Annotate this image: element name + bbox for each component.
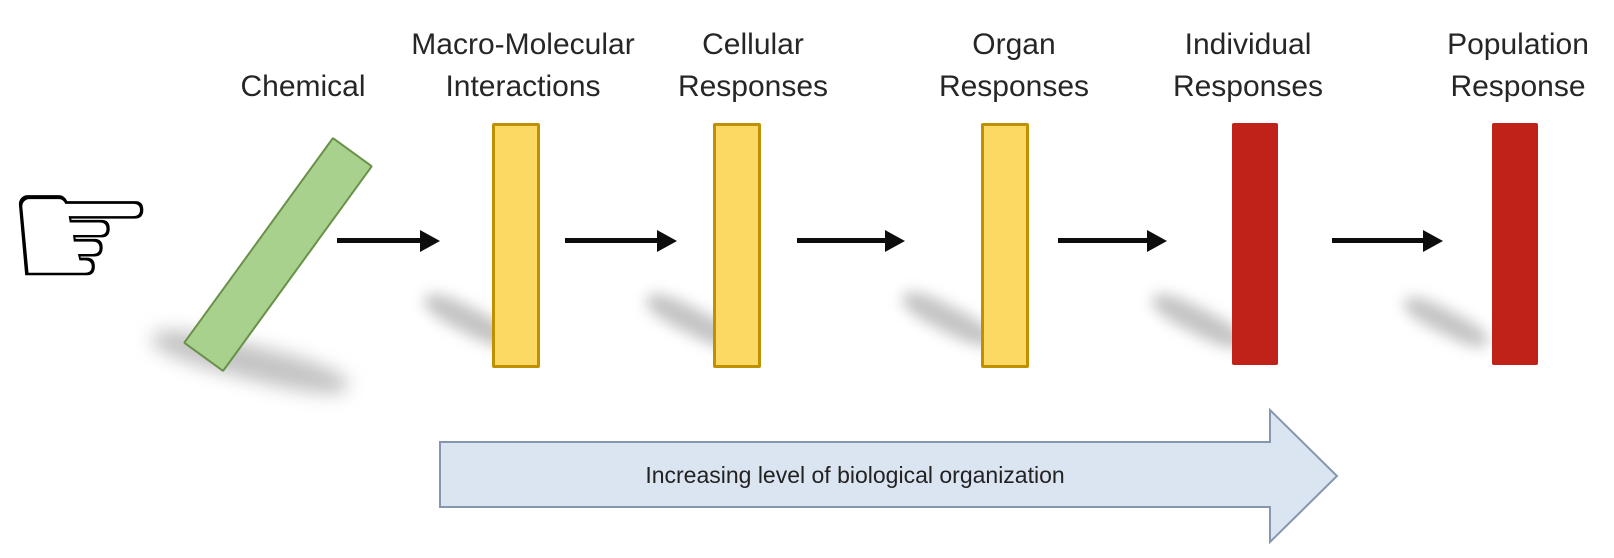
label-cellular-responses: Cellular Responses	[603, 20, 903, 108]
label-line: Responses	[938, 70, 1090, 103]
label-line: Organ	[972, 28, 1056, 61]
label-line: Macro-Molecular	[411, 28, 635, 61]
label-line: Individual	[1184, 28, 1312, 61]
bar-population-response	[1492, 123, 1538, 365]
label-organ-responses: Organ Responses	[864, 20, 1164, 108]
step-arrow-icon	[337, 230, 440, 252]
label-line: Responses	[1172, 70, 1324, 103]
label-line: Cellular	[702, 28, 804, 61]
step-arrow-icon	[1332, 230, 1443, 252]
label-line: Interactions	[445, 70, 601, 103]
label-line: Response	[1450, 70, 1586, 103]
step-arrow-icon	[1058, 230, 1167, 252]
bar-shadow	[1399, 290, 1493, 354]
label-line: Responses	[677, 70, 829, 103]
label-chemical: Chemical	[153, 20, 453, 108]
step-arrow-icon	[797, 230, 905, 252]
bar-macro-molecular-interactions	[492, 123, 540, 368]
step-arrow-icon	[565, 230, 677, 252]
bar-individual-responses	[1232, 123, 1278, 365]
bar-cellular-responses	[713, 123, 761, 368]
label-macro-molecular-interactions: Macro-Molecular Interactions	[373, 20, 673, 108]
flow-arrow-shape	[439, 407, 1339, 545]
bar-chemical	[182, 136, 374, 373]
pointing-hand-icon: ☞	[4, 133, 159, 334]
label-line: Chemical	[240, 70, 366, 103]
flow-arrow-label: Increasing level of biological organizat…	[645, 462, 1065, 488]
label-population-response: Population Response	[1368, 20, 1614, 108]
bar-organ-responses	[981, 123, 1029, 368]
label-individual-responses: Individual Responses	[1098, 20, 1398, 108]
label-line: Population	[1447, 28, 1589, 61]
